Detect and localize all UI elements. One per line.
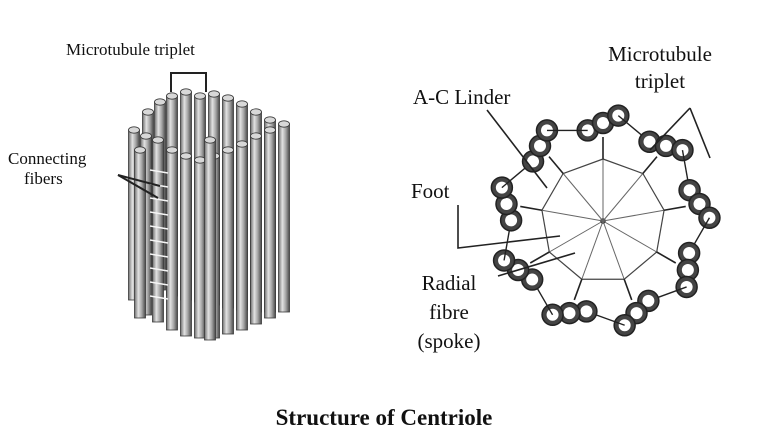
triplet-foot bbox=[548, 156, 564, 175]
microtubule-end bbox=[142, 108, 154, 116]
connecting-fiber bbox=[149, 239, 169, 244]
microtubule-end bbox=[180, 88, 192, 96]
pinwheel-edge bbox=[562, 158, 604, 175]
connecting-fiber bbox=[149, 211, 169, 216]
pinwheel-edge bbox=[548, 251, 583, 280]
connecting-fiber bbox=[149, 169, 169, 174]
radial-fibre-label-line2: fibre bbox=[429, 300, 469, 324]
microtubule-end bbox=[250, 108, 262, 116]
microtubule-end bbox=[140, 132, 152, 140]
connecting-fibers-pointer bbox=[117, 174, 161, 187]
tubule-lumen bbox=[693, 197, 706, 210]
triplet-bracket bbox=[170, 72, 207, 92]
microtubule-end bbox=[194, 92, 206, 100]
connecting-fiber bbox=[149, 295, 169, 300]
tubule-lumen bbox=[534, 139, 547, 152]
ac-linder-pointer bbox=[486, 109, 548, 189]
triplet-pointer bbox=[649, 107, 691, 151]
radial-spoke bbox=[602, 220, 625, 280]
connecting-fiber bbox=[149, 253, 169, 258]
tubule-lumen bbox=[527, 155, 540, 168]
triplet-foot bbox=[520, 205, 543, 212]
microtubule-end bbox=[222, 94, 234, 102]
pinwheel-edge bbox=[602, 158, 644, 175]
microtubule-end bbox=[152, 136, 164, 144]
tubule-lumen bbox=[563, 307, 576, 320]
cross-section-drawing bbox=[490, 104, 721, 337]
tubule-lumen bbox=[630, 307, 643, 320]
connecting-fibers-pointer bbox=[117, 174, 159, 199]
pinwheel-edge bbox=[541, 210, 550, 253]
microtubule-end bbox=[166, 146, 178, 154]
microtubule-cylinders bbox=[128, 88, 290, 341]
radial-spoke bbox=[549, 220, 604, 253]
microtubule-triplet-label: Microtubule triplet bbox=[66, 40, 195, 59]
figure-caption: Structure of Centriole bbox=[275, 405, 493, 430]
microtubule-end bbox=[264, 126, 276, 134]
microtubule-end bbox=[154, 98, 166, 106]
pinwheel-edge bbox=[656, 210, 665, 253]
microtubule-end bbox=[204, 136, 216, 144]
tubule-lumen bbox=[580, 305, 593, 318]
radial-fibre-pointer bbox=[497, 252, 576, 277]
triplet-foot bbox=[663, 205, 686, 212]
microtubule-end bbox=[208, 90, 220, 98]
radial-fibre-label-line1: Radial bbox=[421, 271, 477, 295]
microtubule-end bbox=[128, 126, 140, 134]
microtubule-end bbox=[236, 100, 248, 108]
tubule-lumen bbox=[597, 117, 609, 129]
radial-fibre-label-line3: (spoke) bbox=[417, 329, 481, 353]
pinwheel-edge bbox=[642, 173, 665, 211]
microtubule-end bbox=[236, 140, 248, 148]
microtubule-end bbox=[166, 92, 178, 100]
tubule-lumen bbox=[659, 139, 672, 152]
cs-microtubule-triplet-label-line2: triplet bbox=[634, 69, 686, 93]
triplet-foot bbox=[656, 251, 677, 264]
microtubule-end bbox=[278, 120, 290, 128]
tubule-lumen bbox=[642, 294, 655, 307]
tubule-lumen bbox=[683, 247, 696, 260]
pinwheel-edge bbox=[541, 173, 564, 211]
tubule-lumen bbox=[643, 135, 656, 148]
radial-spoke bbox=[602, 173, 644, 222]
tubule-lumen bbox=[500, 197, 513, 210]
radial-spoke bbox=[581, 220, 604, 280]
tubule-lumen bbox=[681, 264, 694, 276]
connecting-fiber bbox=[149, 267, 169, 272]
connecting-fiber bbox=[149, 281, 169, 286]
microtubule-end bbox=[222, 146, 234, 154]
triplet-foot bbox=[529, 251, 550, 264]
radial-spoke bbox=[602, 220, 657, 253]
ac-linder-label: A-C Linder bbox=[413, 85, 511, 109]
tubule-lumen bbox=[505, 214, 518, 227]
triplet-foot bbox=[623, 278, 633, 301]
connecting-fibers-label-line1: Connecting bbox=[8, 149, 87, 168]
microtubule-end bbox=[134, 146, 146, 154]
microtubule-end bbox=[264, 116, 276, 124]
triplet-pointer bbox=[689, 107, 711, 159]
microtubule-end bbox=[180, 152, 192, 160]
triplet-foot bbox=[642, 156, 658, 175]
foot-label: Foot bbox=[411, 179, 450, 203]
cs-microtubule-triplet-label-line1: Microtubule bbox=[608, 42, 712, 66]
radial-spoke bbox=[541, 209, 604, 222]
pinwheel-edge bbox=[623, 251, 658, 280]
connecting-fibers-label-line2: fibers bbox=[24, 169, 63, 188]
triplet-foot bbox=[573, 278, 583, 301]
microtubule-end bbox=[250, 132, 262, 140]
radial-spoke bbox=[602, 209, 665, 222]
tubule-lumen bbox=[526, 273, 539, 286]
tubule-lumen bbox=[683, 184, 696, 197]
radial-spoke bbox=[562, 173, 604, 222]
connecting-fiber bbox=[149, 225, 169, 230]
connecting-fiber bbox=[149, 197, 169, 202]
foot-pointer bbox=[457, 205, 561, 249]
